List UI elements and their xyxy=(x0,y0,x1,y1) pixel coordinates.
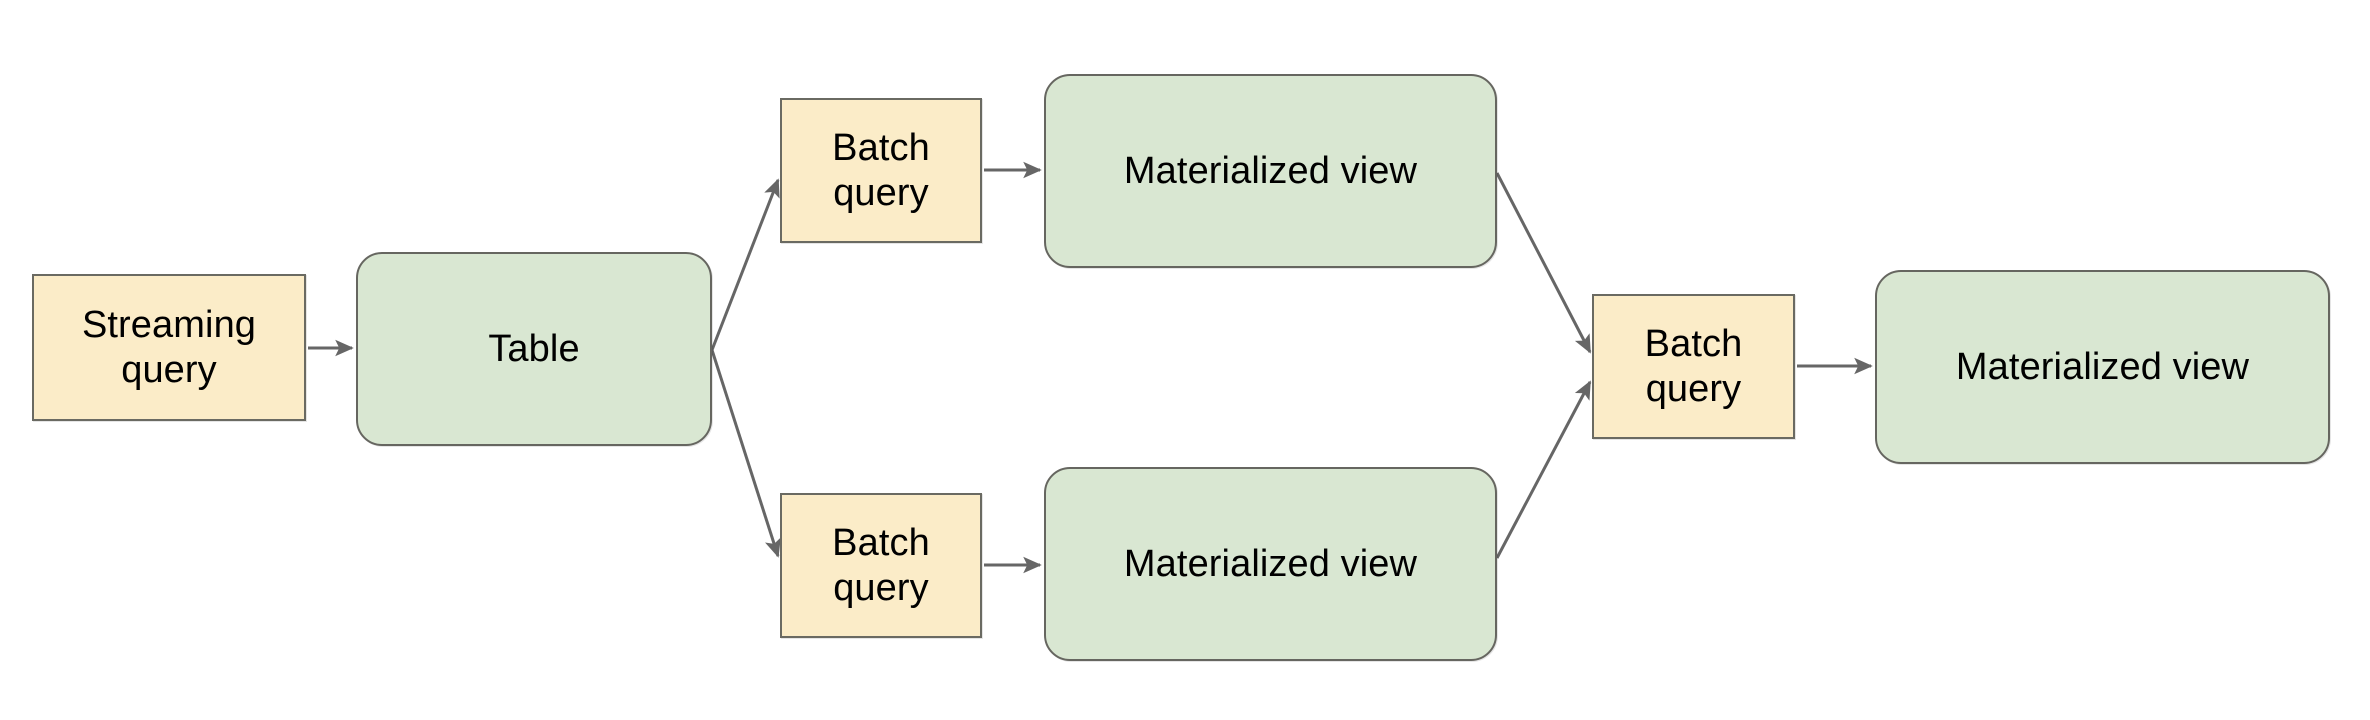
node-label-streaming-query: Streaming query xyxy=(81,303,257,391)
node-batch-query-join[interactable]: Batch query xyxy=(1592,294,1795,439)
node-label-batch-query-join: Batch query xyxy=(1644,322,1743,410)
node-materialized-view-top[interactable]: Materialized view xyxy=(1044,74,1497,268)
node-materialized-view-final[interactable]: Materialized view xyxy=(1875,270,2330,464)
node-label-table: Table xyxy=(488,327,580,370)
node-label-materialized-view-bottom: Materialized view xyxy=(1123,542,1418,585)
node-label-materialized-view-top: Materialized view xyxy=(1123,149,1418,192)
edge-table-to-batch-query-bottom xyxy=(710,349,781,558)
node-materialized-view-bottom[interactable]: Materialized view xyxy=(1044,467,1497,661)
node-table[interactable]: Table xyxy=(356,252,712,446)
node-batch-query-top[interactable]: Batch query xyxy=(780,98,982,243)
node-streaming-query[interactable]: Streaming query xyxy=(32,274,306,421)
node-label-batch-query-bottom: Batch query xyxy=(832,521,930,609)
node-batch-query-bottom[interactable]: Batch query xyxy=(780,493,982,638)
edge-materialized-view-top-to-batch-query-join xyxy=(1495,172,1592,354)
node-label-batch-query-top: Batch query xyxy=(832,126,930,214)
node-label-materialized-view-final: Materialized view xyxy=(1955,345,2250,388)
edge-materialized-view-bottom-to-batch-query-join xyxy=(1495,380,1592,559)
edge-table-to-batch-query-top xyxy=(710,178,780,351)
